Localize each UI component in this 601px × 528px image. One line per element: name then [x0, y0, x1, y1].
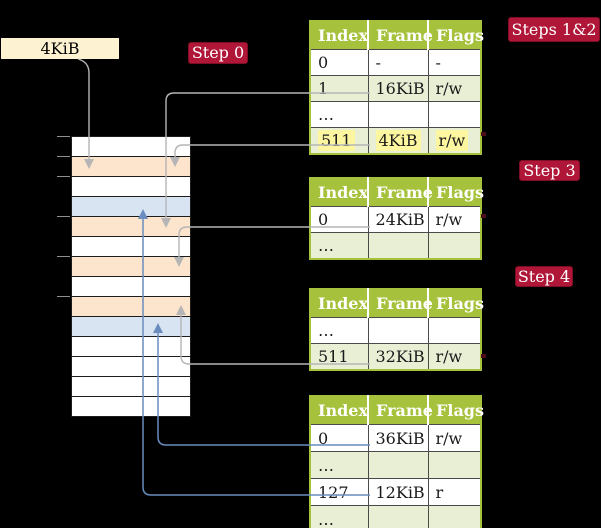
memory-tick: [57, 216, 70, 217]
memory-row-14: [72, 397, 190, 416]
column-header-flags: Flags: [428, 396, 484, 425]
memory-row-9: [72, 297, 190, 317]
memory-row-7: [72, 257, 190, 277]
table-row: 0 36KiB r/w: [310, 424, 481, 452]
memory-row-3: [72, 177, 190, 197]
column-header-index: Index: [310, 289, 369, 318]
table-row: 0 - -: [310, 49, 481, 76]
column-header-index: Index: [310, 396, 369, 425]
memory-row-5: [72, 217, 190, 237]
memory-row-4: [72, 197, 190, 217]
memory-row-11: [72, 337, 190, 357]
table-header-row: Index Frame Flags: [310, 178, 484, 207]
memory-tick: [57, 296, 70, 297]
memory-row-1: [72, 137, 190, 157]
step3-badge: Step 3: [519, 160, 580, 181]
highlighted-cell: 4KiB: [375, 130, 421, 151]
table-row: …: [310, 505, 481, 528]
steps12-badge: Steps 1&2: [508, 17, 600, 42]
physical-memory-column: [71, 136, 191, 417]
column-header-index: Index: [310, 178, 369, 207]
table-row: …: [310, 232, 481, 259]
memory-row-10: [72, 317, 190, 337]
memory-row-13: [72, 377, 190, 397]
column-header-frame: Frame: [368, 178, 433, 207]
memory-row-2: [72, 157, 190, 177]
column-header-flags: Flags: [428, 21, 484, 50]
page-table-3: Index Frame Flags … 511 32KiB r/w: [309, 288, 484, 371]
column-header-frame: Frame: [368, 21, 433, 50]
table-row: 1 16KiB r/w: [310, 75, 481, 102]
highlighted-cell: r/w: [435, 130, 469, 151]
highlighted-cell: 511: [318, 130, 355, 151]
table-row: 511 32KiB r/w: [310, 343, 481, 370]
column-header-index: Index: [310, 21, 369, 50]
table-row: …: [310, 317, 481, 344]
page-table-4: Index Frame Flags 0 36KiB r/w … 127 12Ki…: [309, 395, 484, 528]
table-header-row: Index Frame Flags: [310, 21, 484, 50]
step0-badge: Step 0: [188, 42, 248, 64]
row-pointer-mark: [481, 214, 486, 218]
page-table-2: Index Frame Flags 0 24KiB r/w …: [309, 177, 484, 260]
table-row: …: [310, 451, 481, 479]
table-header-row: Index Frame Flags: [310, 396, 484, 425]
memory-tick: [57, 156, 70, 157]
memory-row-12: [72, 357, 190, 377]
table-row: 127 12KiB r: [310, 478, 481, 506]
memory-tick: [57, 176, 70, 177]
column-header-flags: Flags: [428, 289, 484, 318]
step4-badge: Step 4: [515, 266, 573, 287]
column-header-frame: Frame: [368, 396, 433, 425]
table-header-row: Index Frame Flags: [310, 289, 484, 318]
memory-tick: [57, 256, 70, 257]
table-row-highlighted: 511 4KiB r/w: [310, 127, 481, 154]
table-row: 0 24KiB r/w: [310, 206, 481, 233]
row-pointer-mark: [481, 132, 486, 136]
table-row: …: [310, 101, 481, 128]
page-table-1: Index Frame Flags 0 - - 1 16KiB r/w … 51…: [309, 20, 484, 155]
page-size-box: 4KiB: [1, 38, 119, 59]
column-header-frame: Frame: [368, 289, 433, 318]
memory-row-6: [72, 237, 190, 257]
memory-row-8: [72, 277, 190, 297]
column-header-flags: Flags: [428, 178, 484, 207]
memory-tick: [57, 136, 70, 137]
row-pointer-mark: [481, 354, 486, 358]
